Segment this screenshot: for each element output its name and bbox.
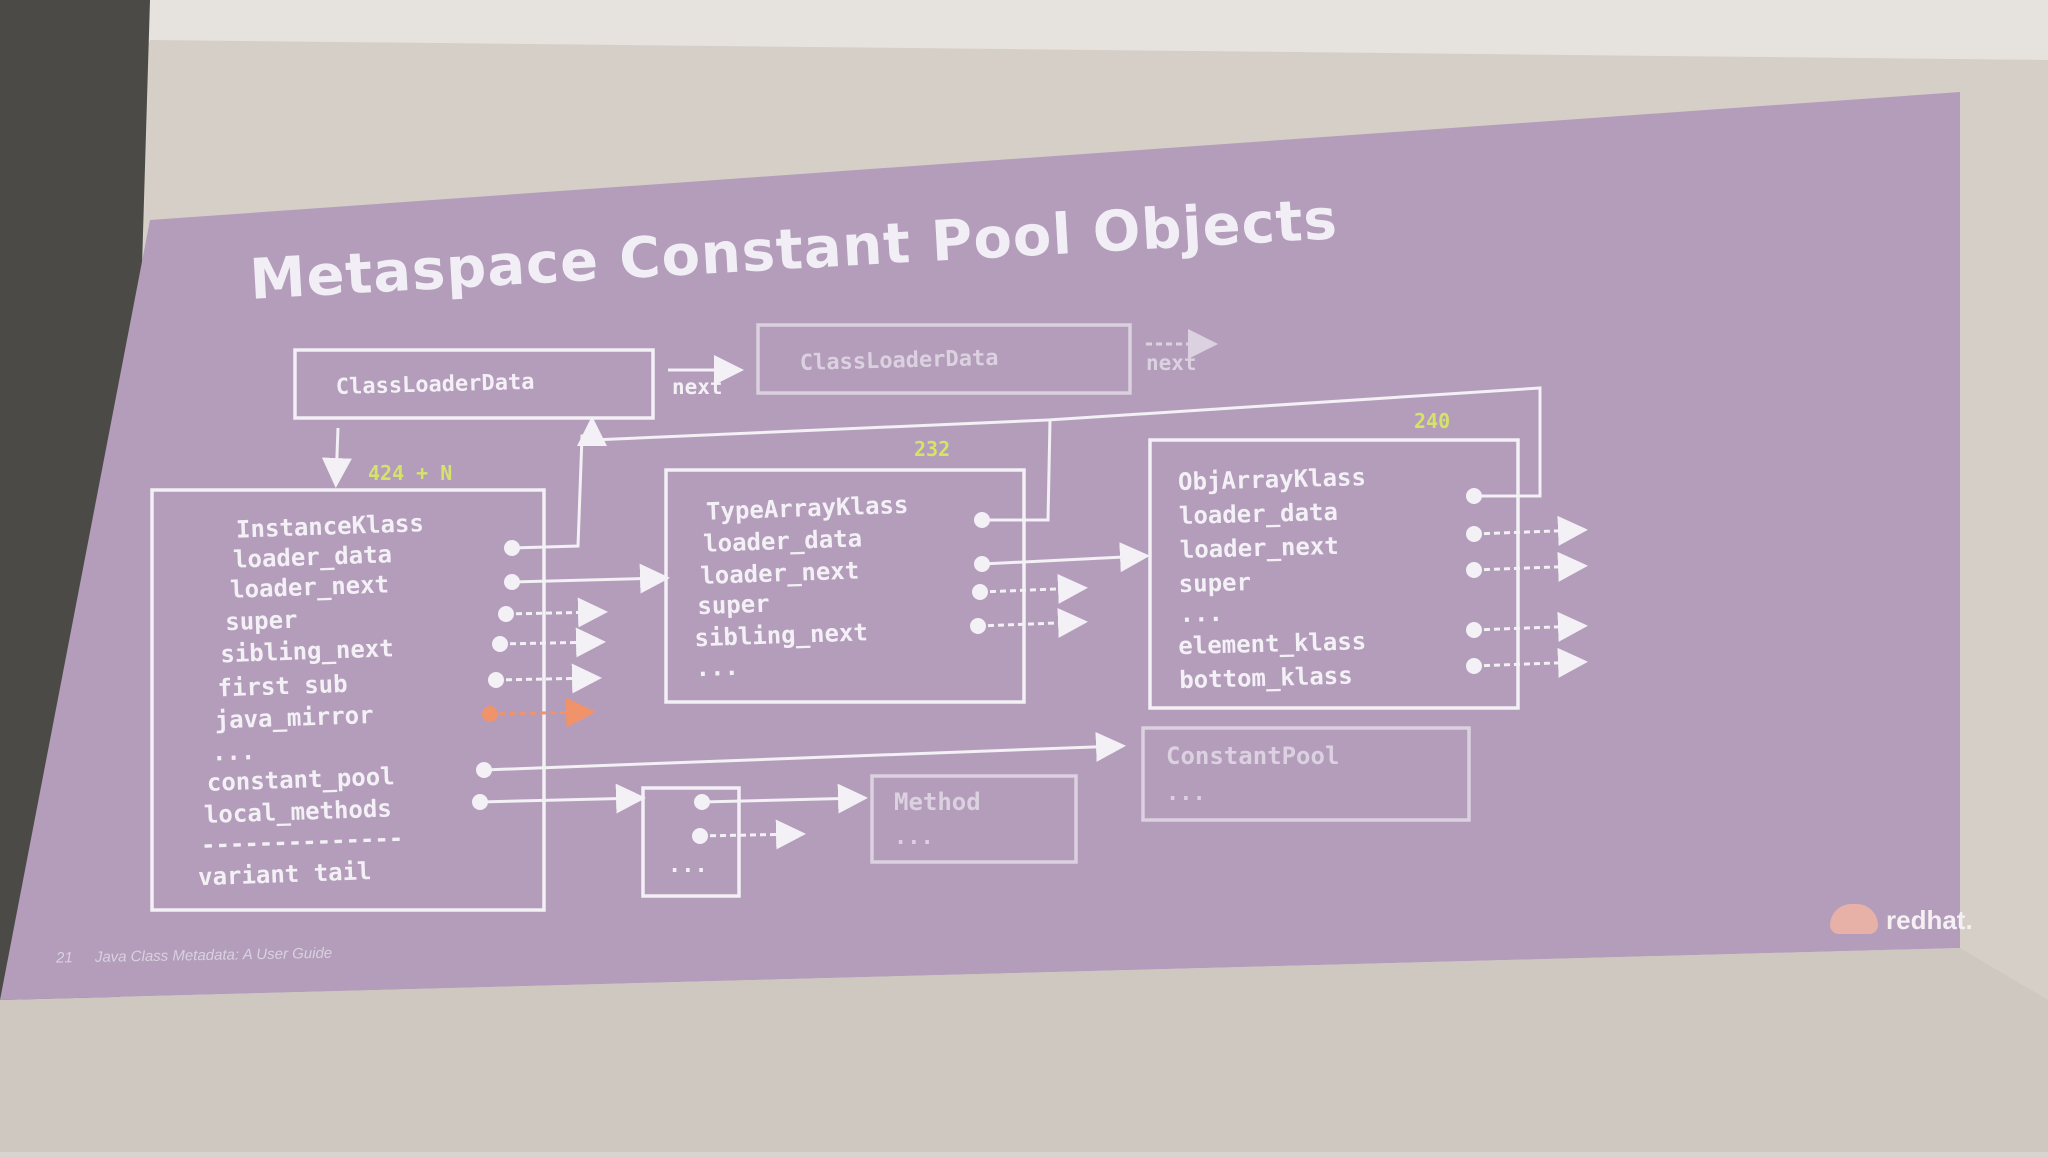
objarray-loader-next-arrow — [1473, 515, 1588, 546]
typearray-loader-next-arrow — [981, 542, 1150, 573]
typearray-super-arrow — [979, 573, 1088, 604]
redhat-hat-icon — [1830, 904, 1878, 934]
instanceklass-sibling-arrow — [499, 627, 606, 658]
objarray-element-klass-arrow — [1473, 611, 1588, 642]
instanceklass-box — [150, 488, 546, 912]
cld-active-label: ClassLoaderData — [336, 370, 535, 400]
size-label-objarrayklass: 240 — [1414, 409, 1450, 433]
method-array-ellipsis: ... — [668, 853, 708, 878]
dot-ik-sibling — [492, 636, 508, 652]
dot-ik-loader-data — [504, 540, 520, 556]
ik-field-1: loader_next — [230, 570, 390, 604]
typearray-sibling-arrow — [977, 607, 1088, 638]
ik-separator: -------------- — [201, 824, 404, 859]
dot-oa-element-klass — [1466, 622, 1482, 638]
method-name: Method — [894, 788, 981, 816]
method-array-to-method-arrow — [701, 783, 868, 814]
method-ellipsis: ... — [894, 825, 934, 850]
dot-ta-super — [972, 584, 988, 600]
objarray-super-arrow — [1473, 551, 1588, 582]
dot-ta-sibling — [970, 618, 986, 634]
next-label-2: next — [1146, 351, 1197, 375]
instanceklass-loader-next-arrow — [511, 563, 670, 594]
dot-ik-constantpool — [476, 762, 492, 778]
dot-method-array-2 — [692, 828, 708, 844]
ta-field-4: ... — [695, 653, 739, 682]
loader-data-return-line — [511, 424, 594, 550]
cld-to-instanceklass-arrow — [321, 427, 352, 488]
ik-field-5: java_mirror — [214, 701, 374, 735]
constantpool-name: ConstantPool — [1166, 742, 1339, 770]
dot-ta-loader-data — [974, 512, 990, 528]
ta-field-2: super — [697, 590, 770, 621]
next-label-1: next — [672, 375, 723, 399]
constantpool-ellipsis: ... — [1166, 781, 1206, 806]
constantpool-box — [1141, 726, 1471, 822]
classloaderdata-box — [293, 348, 655, 420]
ta-field-3: sibling_next — [694, 618, 868, 652]
ta-field-0: loader_data — [703, 524, 863, 558]
dot-oa-bottom-klass — [1466, 658, 1482, 674]
method-array-box — [641, 786, 741, 898]
method-box — [870, 774, 1078, 864]
ik-field-7: constant_pool — [206, 762, 395, 797]
dot-ik-localmethods — [472, 794, 488, 810]
oa-field-3: ... — [1179, 599, 1223, 628]
objarrayklass-name: ObjArrayKlass — [1178, 463, 1367, 496]
cld-next-label: ClassLoaderData — [800, 346, 999, 376]
oa-field-4: element_klass — [1178, 627, 1367, 660]
ik-field-8: local_methods — [203, 794, 392, 829]
instanceklass-super-arrow — [505, 597, 608, 628]
ik-field-3: sibling_next — [220, 634, 394, 668]
dot-oa-loader-next — [1466, 526, 1482, 542]
ik-tail: variant tail — [198, 857, 372, 891]
size-label-instanceklass: 424 + N — [368, 461, 452, 485]
instanceklass-constantpool-arrow — [483, 731, 1126, 772]
dot-ik-loader-next — [504, 574, 520, 590]
dot-ik-super — [498, 606, 514, 622]
loader-data-top-line — [591, 386, 1542, 498]
dot-method-array-1 — [694, 794, 710, 810]
objarray-bottom-klass-arrow — [1473, 647, 1588, 678]
instanceklass-name: InstanceKlass — [236, 509, 425, 544]
dot-ik-firstsub — [488, 672, 504, 688]
redhat-wordmark: redhat. — [1886, 905, 1973, 935]
ik-field-4: first sub — [217, 670, 348, 703]
size-label-typearrayklass: 232 — [914, 437, 950, 461]
ta-field-1: loader_next — [700, 556, 860, 590]
dot-oa-loader-data — [1466, 488, 1482, 504]
classloaderdata-next-box — [756, 323, 1132, 395]
oa-field-2: super — [1178, 568, 1251, 598]
ik-field-0: loader_data — [233, 540, 393, 574]
redhat-logo: redhat. — [1830, 900, 2000, 940]
instanceklass-localmethods-arrow — [479, 783, 646, 814]
ik-field-2: super — [225, 606, 298, 637]
ik-field-6: ... — [211, 737, 255, 766]
instanceklass-javamirror-arrow — [489, 697, 596, 728]
oa-field-5: bottom_klass — [1179, 662, 1353, 695]
dot-ik-javamirror — [482, 706, 498, 722]
method-array-second-arrow — [699, 819, 806, 850]
footer-page-number: 21 — [55, 949, 73, 967]
dot-ta-loader-next — [974, 556, 990, 572]
instanceklass-firstsub-arrow — [495, 663, 602, 694]
typearray-loader-data-line — [982, 419, 1052, 522]
oa-field-0: loader_data — [1179, 498, 1339, 530]
dot-oa-super — [1466, 562, 1482, 578]
typearrayklass-name: TypeArrayKlass — [706, 491, 909, 526]
oa-field-1: loader_next — [1179, 532, 1339, 564]
objarrayklass-box — [1148, 438, 1520, 710]
